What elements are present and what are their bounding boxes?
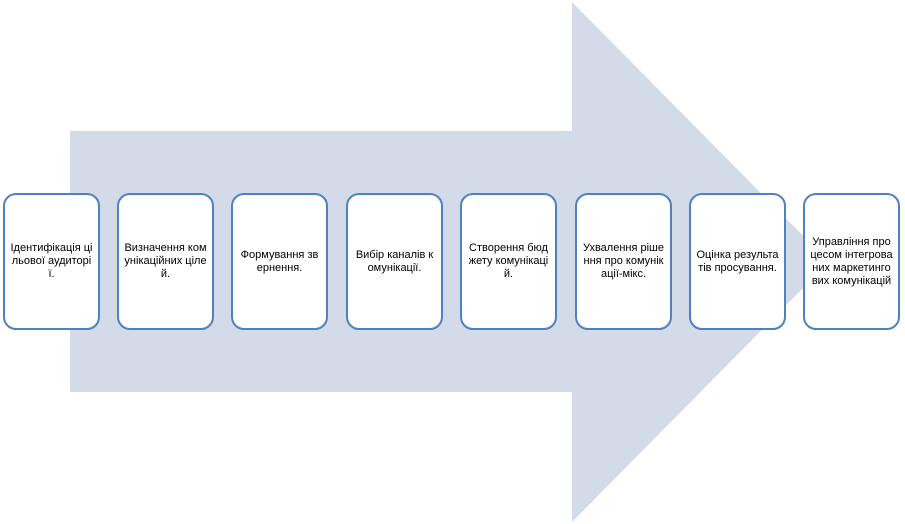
step-box-identify-audience: Ідентифікація цільової аудиторії. <box>3 193 100 330</box>
arrow-shape <box>70 2 829 522</box>
step-box-budget: Створення бюджету комунікацій. <box>460 193 557 330</box>
step-label: Вибір каналів комунікації. <box>355 248 434 274</box>
step-box-mix-decision: Ухвалення рішення про комунікації-мікс. <box>575 193 672 330</box>
step-box-channel-choice: Вибір каналів комунікації. <box>346 193 443 330</box>
step-box-communication-goals: Визначення комунікаційних цілей. <box>117 193 214 330</box>
step-label: Ідентифікація цільової аудиторії. <box>10 242 93 280</box>
step-label: Формування звернення. <box>240 248 319 274</box>
step-box-results-evaluation: Оцінка результатів просування. <box>689 193 786 330</box>
step-label: Управління процесом інтегрованих маркети… <box>810 235 893 287</box>
step-label: Створення бюджету комунікацій. <box>468 242 549 280</box>
step-box-message-forming: Формування звернення. <box>231 193 328 330</box>
step-label: Визначення комунікаційних цілей. <box>124 242 207 280</box>
step-box-imc-management: Управління процесом інтегрованих маркети… <box>803 193 900 330</box>
step-label: Ухвалення рішення про комунікації-мікс. <box>582 242 665 280</box>
step-label: Оцінка результатів просування. <box>696 248 779 274</box>
